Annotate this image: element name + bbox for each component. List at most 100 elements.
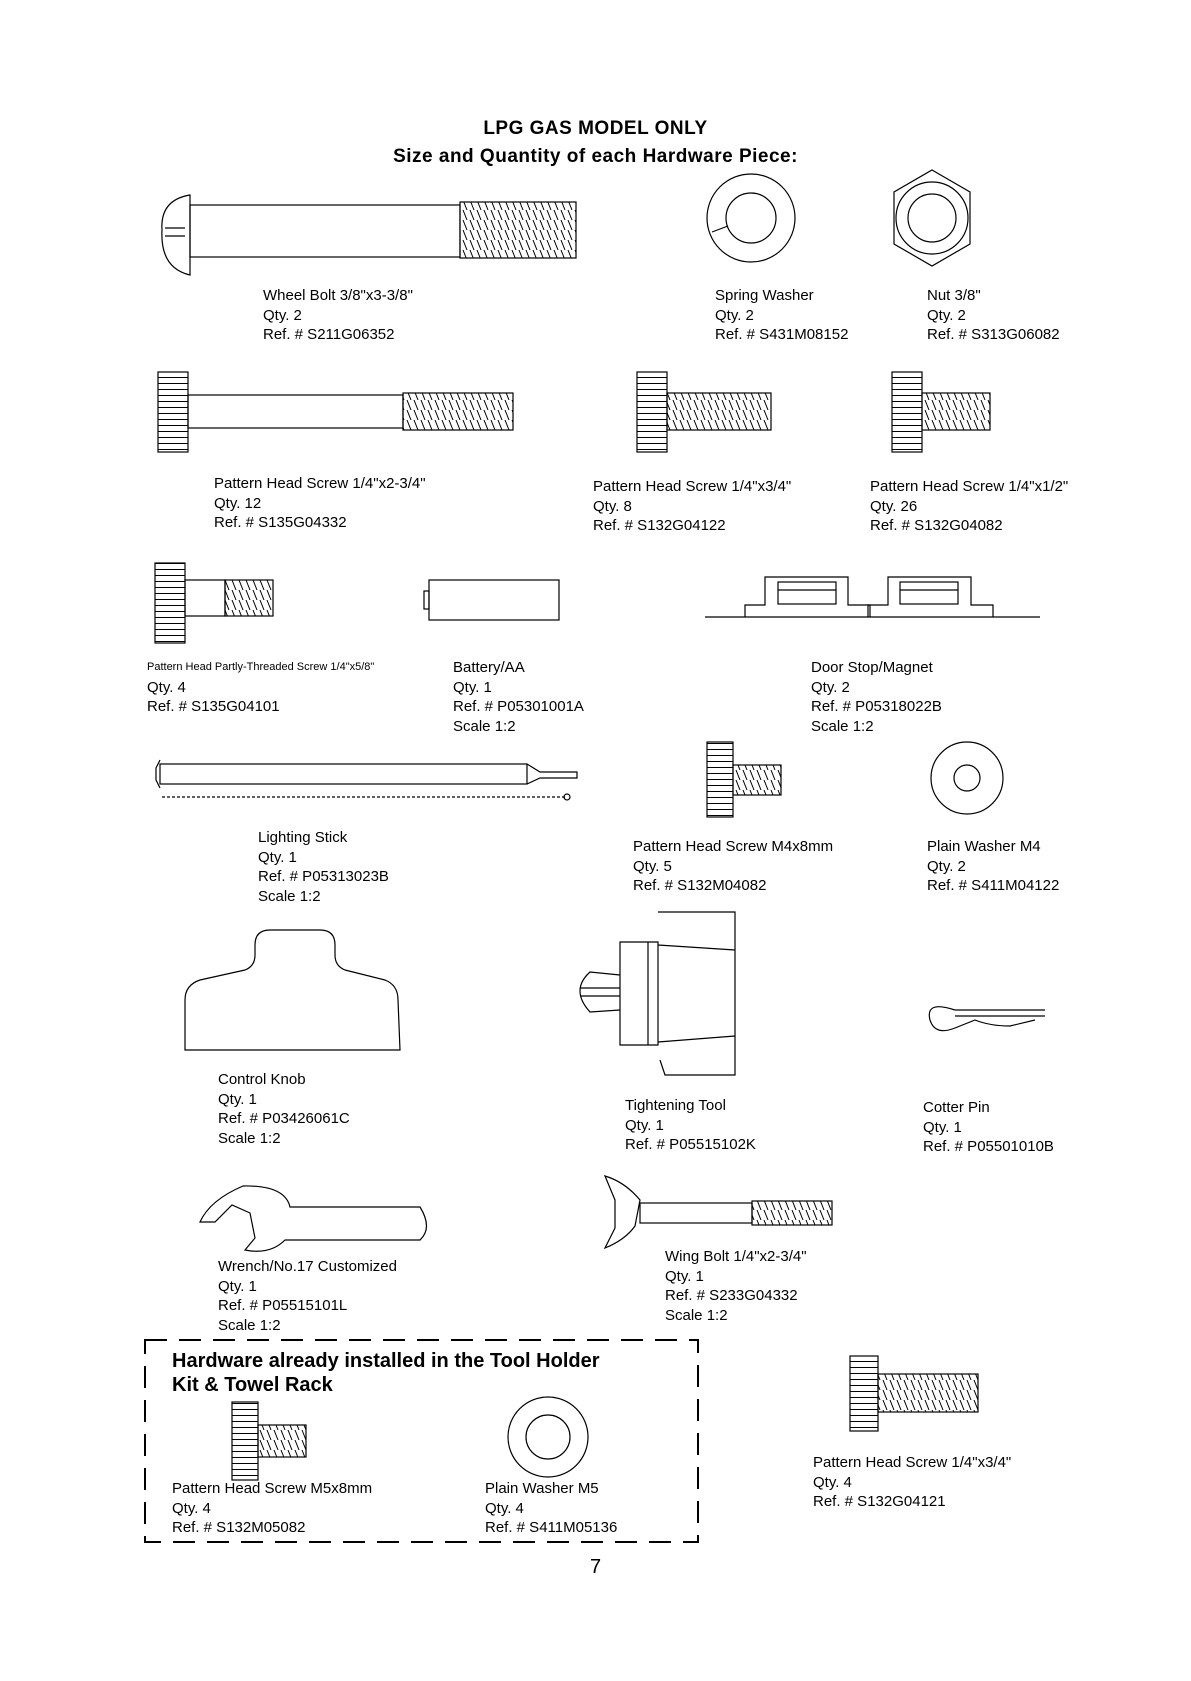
part-ref: Ref. # S211G06352: [263, 326, 395, 343]
wrench-drawing: [199, 1185, 428, 1252]
part-name: Lighting Stick: [258, 829, 348, 846]
preinstalled-plain-washer-m5: Plain Washer M5 Qty. 4 Ref. # S411M05136: [485, 1479, 617, 1538]
part-ref: Ref. # P05313023B: [258, 868, 389, 885]
screw-3-4-drawing: [636, 371, 772, 453]
spring-washer-drawing: [706, 173, 796, 263]
part-name: Plain Washer M4: [927, 838, 1041, 855]
part-qty: Qty. 2: [927, 857, 966, 875]
part-ref: Ref. # P05318022B: [811, 698, 942, 715]
battery-drawing: [423, 579, 560, 621]
part-cotter-pin: Cotter Pin Qty. 1 Ref. # P05501010B: [923, 1098, 1054, 1157]
part-ref: Ref. # S132G04121: [813, 1493, 946, 1510]
part-qty: Qty. 1: [218, 1090, 257, 1108]
part-qty: Qty. 8: [593, 497, 632, 515]
control-knob-drawing: [184, 929, 401, 1051]
part-pattern-screw-long: Pattern Head Screw 1/4"x2-3/4" Qty. 12 R…: [214, 474, 426, 533]
part-qty: Qty. 2: [263, 306, 302, 324]
part-ref: Ref. # P03426061C: [218, 1110, 350, 1127]
part-scale: Scale 1:2: [665, 1306, 728, 1324]
door-stop-magnet-drawing: [705, 576, 1040, 618]
part-door-stop-magnet: Door Stop/Magnet Qty. 2 Ref. # P05318022…: [811, 658, 942, 736]
part-partly-threaded-screw: Pattern Head Partly-Threaded Screw 1/4"x…: [147, 658, 374, 717]
part-ref: Ref. # P05515102K: [625, 1136, 756, 1153]
part-qty: Qty. 4: [813, 1473, 852, 1491]
cotter-pin-drawing: [928, 1006, 1045, 1032]
part-pattern-screw-3-4-bottom: Pattern Head Screw 1/4"x3/4" Qty. 4 Ref.…: [813, 1453, 1011, 1512]
nut-drawing: [893, 169, 971, 267]
part-qty: Qty. 4: [147, 678, 186, 696]
part-wheel-bolt: Wheel Bolt 3/8"x3-3/8" Qty. 2 Ref. # S21…: [263, 286, 413, 345]
preinstalled-title-line1: Hardware already installed in the Tool H…: [172, 1350, 600, 1372]
preinstalled-box-border: [144, 1339, 699, 1543]
screw-m4-drawing: [706, 741, 782, 818]
part-ref: Ref. # S135G04101: [147, 698, 280, 715]
part-name: Nut 3/8": [927, 287, 981, 304]
screw-long-drawing: [157, 371, 514, 453]
wheel-bolt-drawing: [161, 194, 577, 276]
part-ref: Ref. # S431M08152: [715, 326, 849, 343]
part-ref: Ref. # S411M04122: [927, 877, 1060, 894]
part-qty: Qty. 1: [218, 1277, 257, 1295]
part-battery: Battery/AA Qty. 1 Ref. # P05301001A Scal…: [453, 658, 584, 736]
part-pattern-screw-m4: Pattern Head Screw M4x8mm Qty. 5 Ref. # …: [633, 837, 833, 896]
part-qty: Qty. 2: [811, 678, 850, 696]
preinstalled-title-line2: Kit & Towel Rack: [172, 1374, 333, 1396]
part-tightening-tool: Tightening Tool Qty. 1 Ref. # P05515102K: [625, 1096, 756, 1155]
part-qty: Qty. 1: [453, 678, 492, 696]
part-qty: Qty. 1: [665, 1267, 704, 1285]
part-name: Plain Washer M5: [485, 1480, 599, 1497]
page-title: LPG GAS MODEL ONLY: [483, 118, 708, 139]
plain-washer-m4-drawing: [930, 741, 1004, 815]
part-ref: Ref. # S132M05082: [172, 1519, 306, 1536]
part-name: Control Knob: [218, 1071, 306, 1088]
part-wing-bolt: Wing Bolt 1/4"x2-3/4" Qty. 1 Ref. # S233…: [665, 1247, 807, 1325]
part-name: Pattern Head Screw 1/4"x3/4": [813, 1454, 1012, 1471]
part-scale: Scale 1:2: [258, 887, 321, 905]
part-ref: Ref. # S411M05136: [485, 1519, 618, 1536]
page-subtitle: Size and Quantity of each Hardware Piece…: [393, 146, 798, 167]
part-control-knob: Control Knob Qty. 1 Ref. # P03426061C Sc…: [218, 1070, 350, 1148]
part-qty: Qty. 2: [927, 306, 966, 324]
page-number: 7: [590, 1556, 602, 1578]
part-wrench: Wrench/No.17 Customized Qty. 1 Ref. # P0…: [218, 1257, 397, 1335]
part-ref: Ref. # S233G04332: [665, 1287, 798, 1304]
part-name: Battery/AA: [453, 659, 525, 676]
screw-3-4-bottom-drawing: [849, 1355, 979, 1432]
part-name: Wing Bolt 1/4"x2-3/4": [665, 1248, 807, 1265]
part-ref: Ref. # S135G04332: [214, 514, 347, 531]
preinstalled-pattern-screw-m5: Pattern Head Screw M5x8mm Qty. 4 Ref. # …: [172, 1479, 372, 1538]
part-name: Pattern Head Screw 1/4"x2-3/4": [214, 475, 426, 492]
part-name: Pattern Head Screw M5x8mm: [172, 1480, 373, 1497]
part-lighting-stick: Lighting Stick Qty. 1 Ref. # P05313023B …: [258, 828, 389, 906]
part-name: Pattern Head Screw M4x8mm: [633, 838, 834, 855]
part-ref: Ref. # S132M04082: [633, 877, 767, 894]
part-name: Wrench/No.17 Customized: [218, 1258, 397, 1275]
part-ref: Ref. # P05301001A: [453, 698, 584, 715]
part-qty: Qty. 4: [485, 1499, 524, 1517]
part-name: Spring Washer: [715, 287, 814, 304]
part-ref: Ref. # S132G04122: [593, 517, 726, 534]
part-spring-washer: Spring Washer Qty. 2 Ref. # S431M08152: [715, 286, 848, 345]
preinstalled-box-title: Hardware already installed in the Tool H…: [172, 1349, 600, 1397]
screw-m5-drawing: [231, 1401, 307, 1481]
part-scale: Scale 1:2: [218, 1316, 281, 1334]
part-ref: Ref. # P05501010B: [923, 1138, 1054, 1155]
part-scale: Scale 1:2: [811, 717, 874, 735]
part-qty: Qty. 5: [633, 857, 672, 875]
part-name: Wheel Bolt 3/8"x3-3/8": [263, 287, 413, 304]
part-qty: Qty. 26: [870, 497, 918, 515]
lighting-stick-drawing: [155, 759, 578, 801]
screw-1-2-drawing: [891, 371, 991, 453]
part-qty: Qty. 12: [214, 494, 262, 512]
part-name: Cotter Pin: [923, 1099, 990, 1116]
part-name: Pattern Head Screw 1/4"x1/2": [870, 478, 1069, 495]
part-qty: Qty. 1: [258, 848, 297, 866]
screw-partly-threaded-drawing: [154, 562, 274, 644]
part-name: Tightening Tool: [625, 1097, 726, 1114]
part-qty: Qty. 1: [923, 1118, 962, 1136]
part-pattern-screw-3-4: Pattern Head Screw 1/4"x3/4" Qty. 8 Ref.…: [593, 477, 791, 536]
part-plain-washer-m4: Plain Washer M4 Qty. 2 Ref. # S411M04122: [927, 837, 1059, 896]
part-name: Door Stop/Magnet: [811, 659, 933, 676]
wing-bolt-drawing: [603, 1175, 833, 1250]
